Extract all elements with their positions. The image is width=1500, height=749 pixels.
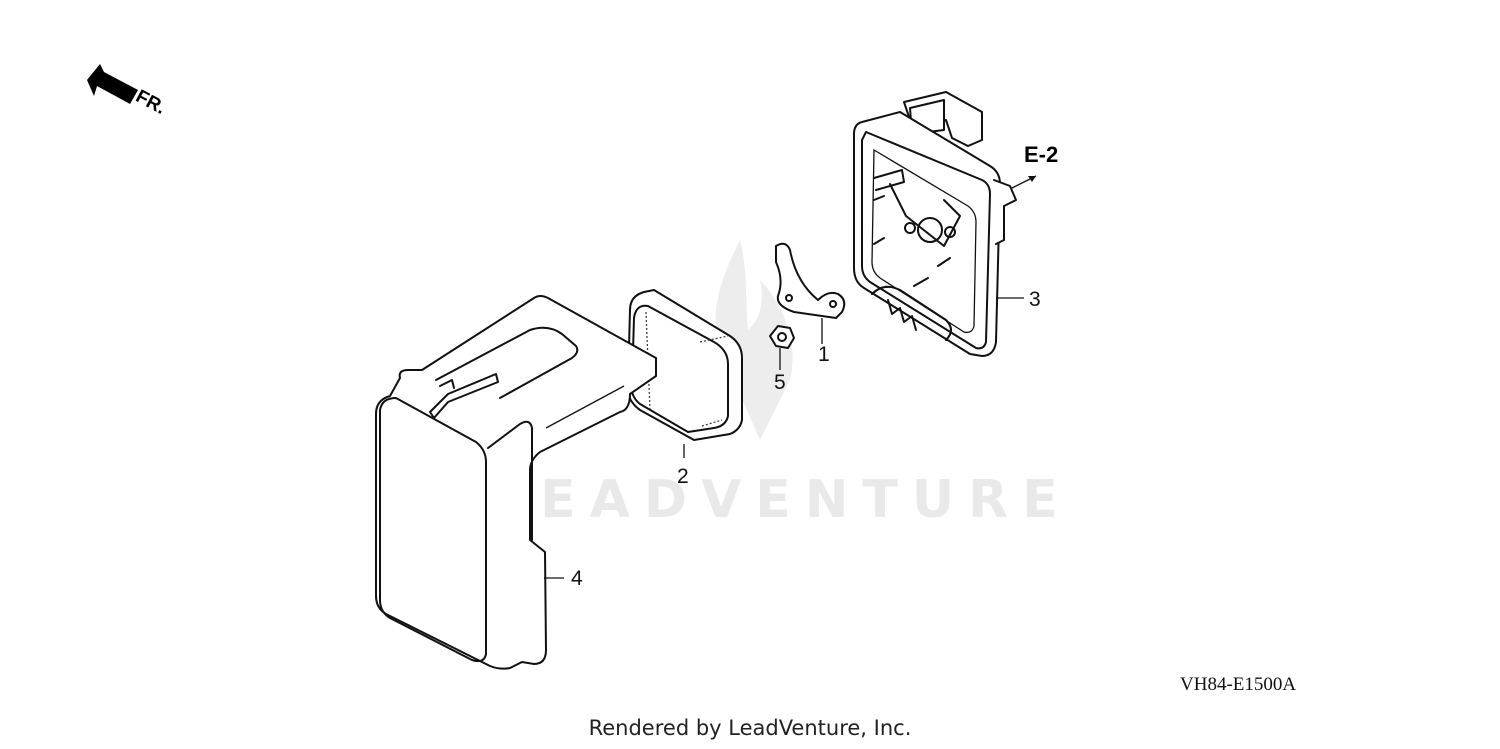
watermark-flame-icon <box>715 240 793 440</box>
callout-1[interactable]: 1 <box>818 343 830 366</box>
part-1-bracket-drawing <box>775 242 846 344</box>
part-4-cover-drawing <box>375 295 657 670</box>
watermark-text: LEADVENTURE <box>493 470 1072 530</box>
part-3-case-drawing <box>853 91 1037 357</box>
part-2-element-drawing <box>626 289 743 458</box>
cross-reference-e2-link[interactable]: E-2 <box>1024 142 1059 167</box>
footer-credit: Rendered by LeadVenture, Inc. <box>588 716 912 740</box>
drawing-code: VH84-E1500A <box>1180 674 1297 695</box>
front-direction-arrow-icon <box>87 64 138 104</box>
callout-4[interactable]: 4 <box>571 567 583 590</box>
callout-5[interactable]: 5 <box>774 371 786 394</box>
callout-2[interactable]: 2 <box>677 465 689 488</box>
callout-3[interactable]: 3 <box>1029 288 1041 311</box>
part-5-nut-drawing <box>769 325 795 370</box>
